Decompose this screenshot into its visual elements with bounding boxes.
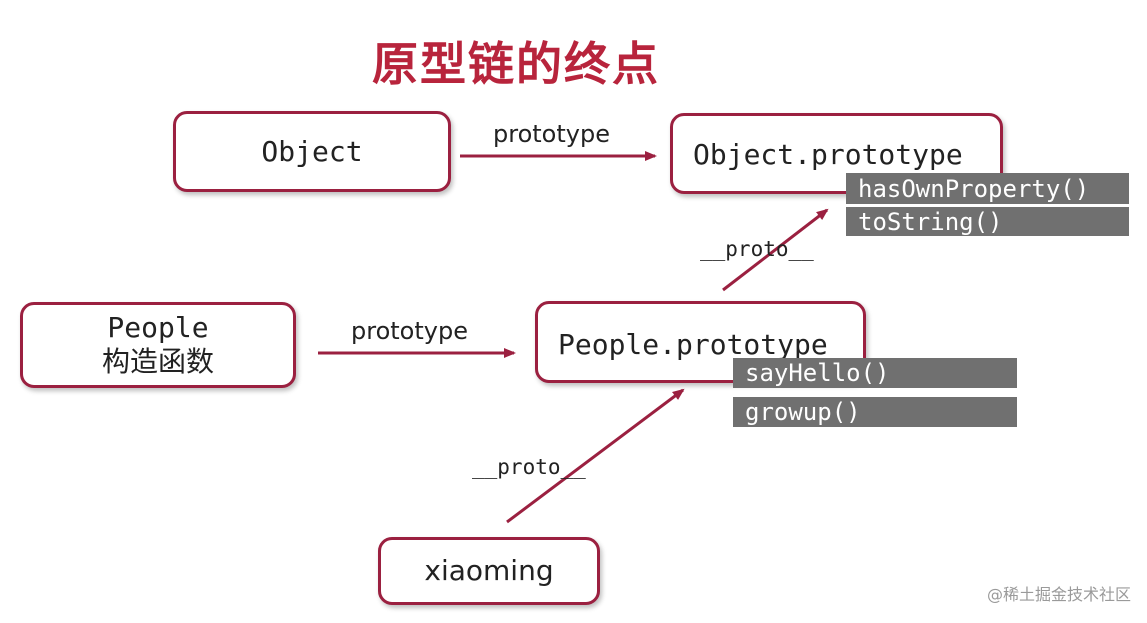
people-prototype-node: People.prototype xyxy=(535,301,866,383)
edge-label-object-prototype: prototype xyxy=(493,120,610,148)
method-growup: growup() xyxy=(733,397,1017,427)
arrow-people-prototype-proto xyxy=(722,208,829,292)
people-prototype-node-label: People.prototype xyxy=(558,328,828,361)
page-title: 原型链的终点 xyxy=(372,37,660,91)
arrow-xiaoming-proto xyxy=(506,388,685,524)
watermark: @稀土掘金技术社区 xyxy=(986,585,1131,604)
edge-label-people-prototype: prototype xyxy=(351,317,468,345)
edge-label-people-prototype-proto: __proto__ xyxy=(700,237,814,261)
object-node: Object xyxy=(173,111,451,192)
method-sayhello: sayHello() xyxy=(733,358,1017,388)
method-tostring: toString() xyxy=(846,207,1129,236)
xiaoming-node-label: xiaoming xyxy=(424,554,554,588)
method-hasownproperty: hasOwnProperty() xyxy=(846,173,1129,204)
people-node-sublabel: 构造函数 xyxy=(101,345,214,378)
people-node: People 构造函数 xyxy=(20,302,296,388)
object-prototype-node-label: Object.prototype xyxy=(693,138,963,171)
xiaoming-node: xiaoming xyxy=(378,537,600,605)
object-node-label: Object xyxy=(261,134,363,168)
edge-label-xiaoming-proto: __proto__ xyxy=(472,455,586,479)
people-node-label: People xyxy=(107,311,209,345)
